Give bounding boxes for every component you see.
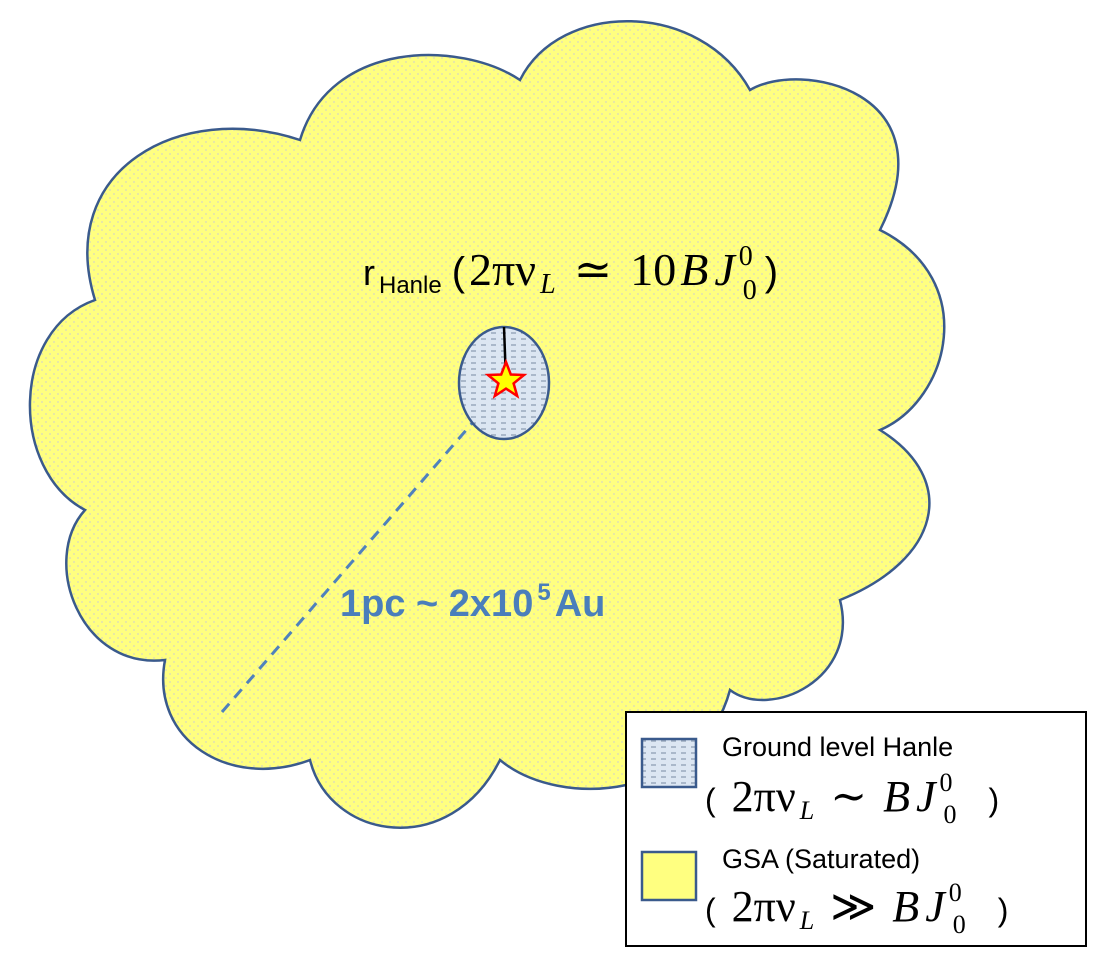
legend-formula-gsa-saturated: ( 2πν L ≫ B J 0 0 ) bbox=[705, 878, 1008, 939]
hanle-radius-label: r Hanle ( 2πν L ≃ 10 B J 0 0 ) bbox=[363, 241, 778, 306]
legend-title-gsa-saturated: GSA (Saturated) bbox=[722, 844, 920, 874]
legend-title-ground-level-hanle: Ground level Hanle bbox=[722, 732, 953, 762]
distance-radius-line bbox=[220, 397, 496, 713]
legend-swatch-ground-level-hanle bbox=[640, 737, 698, 789]
legend-swatch-gsa-saturated bbox=[640, 850, 698, 902]
legend: Ground level Hanle ( 2πν L ∼ B J 0 0 ) G… bbox=[625, 711, 1087, 947]
distance-label: 1pc ~ 2x10 5 Au bbox=[340, 579, 605, 625]
star-icon bbox=[484, 358, 528, 399]
legend-border bbox=[625, 711, 1087, 947]
legend-formula-ground-level-hanle: ( 2πν L ∼ B J 0 0 ) bbox=[705, 768, 999, 829]
